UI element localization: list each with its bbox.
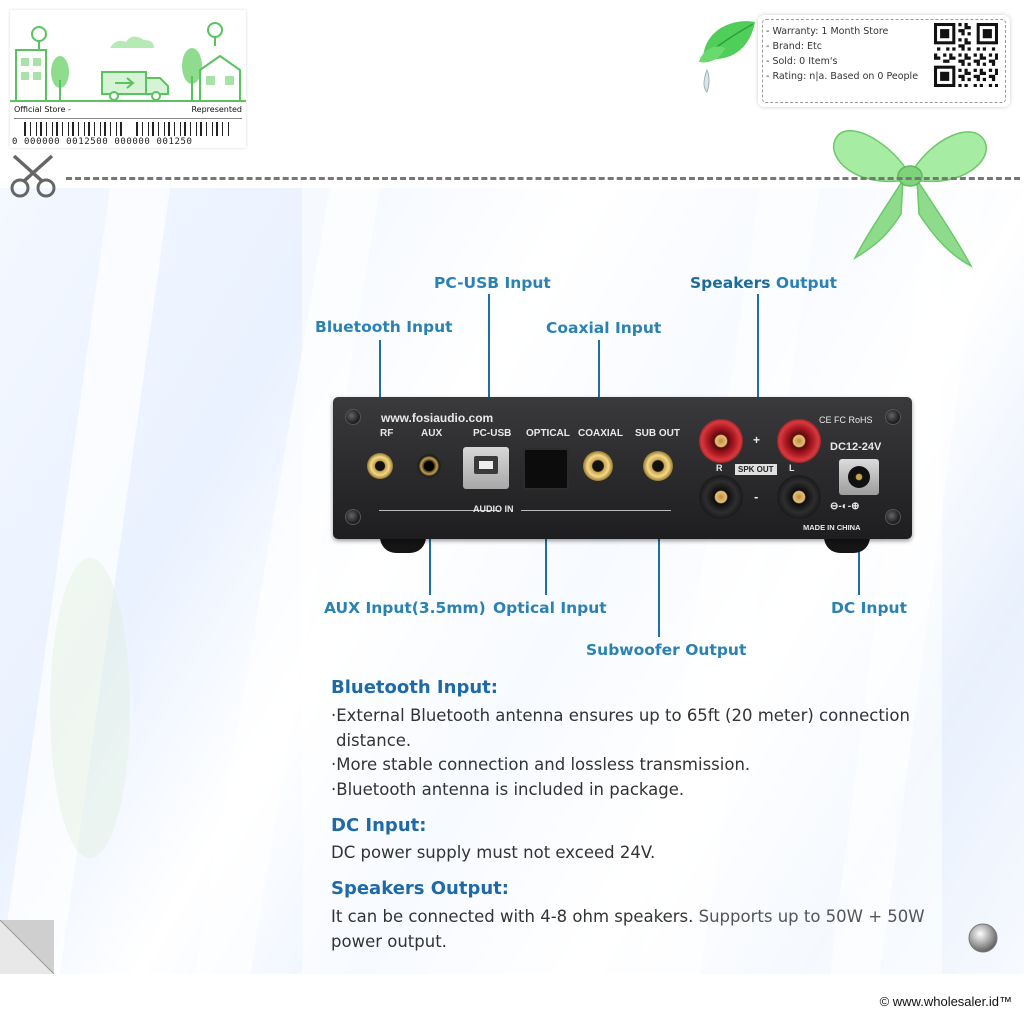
footer-band — [0, 974, 1024, 1024]
callout-aux: AUX Input(3.5mm) — [324, 599, 486, 617]
store-divider — [14, 118, 242, 119]
callout-optical: Optical Input — [493, 599, 607, 617]
label-r: R — [716, 463, 723, 473]
dc-heading: DC Input: — [331, 815, 427, 836]
leader-speakers — [757, 294, 759, 434]
bluetooth-line-2: ·More stable connection and lossless tra… — [331, 755, 751, 774]
usb-b-port[interactable] — [463, 447, 509, 489]
scroll-top-button[interactable] — [967, 922, 999, 954]
leader-pc-usb — [488, 294, 490, 456]
rating-info: - Rating: n|a. Based on 0 People — [766, 71, 919, 82]
amplifier-rear-panel: www.fosiaudio.com RF AUX PC-USB OPTICAL … — [333, 397, 912, 539]
callout-bluetooth: Bluetooth Input — [315, 318, 453, 336]
speaker-terminal-left-positive[interactable] — [777, 419, 821, 463]
copyright-text: © www.wholesaler.id™ — [879, 994, 1012, 1009]
device-website: www.fosiaudio.com — [381, 411, 494, 425]
ribbon-bow-icon — [832, 130, 988, 268]
leader-subwoofer — [658, 480, 660, 637]
dc-power-jack[interactable] — [839, 459, 879, 495]
bluetooth-line-1: ·External Bluetooth antenna ensures up t… — [331, 706, 910, 725]
product-info-box: - Warranty: 1 Month Store - Brand: Etc -… — [758, 15, 1010, 107]
page-curl-icon — [0, 920, 55, 974]
cert-marks: CE FC RoHS — [819, 415, 873, 425]
callout-coaxial: Coaxial Input — [546, 319, 662, 337]
speakers-line-1b: Supports up to 50W + 50W — [698, 907, 925, 926]
subwoofer-jack[interactable] — [643, 451, 673, 481]
speaker-terminal-left-negative[interactable] — [777, 475, 821, 519]
scissors-icon — [10, 154, 56, 198]
speakers-line-1: It can be connected with 4-8 ohm speaker… — [331, 905, 931, 930]
cut-line — [66, 177, 1020, 180]
warranty-info: - Warranty: 1 Month Store — [766, 26, 889, 37]
speakers-line-2: power output. — [331, 932, 447, 951]
rf-antenna-port[interactable] — [367, 453, 393, 479]
label-made-in: MADE IN CHINA — [803, 523, 861, 532]
represented-label: Represented — [191, 105, 242, 114]
label-pc-usb: PC-USB — [473, 428, 512, 439]
label-l: L — [789, 463, 795, 473]
label-audio-in: AUDIO IN — [473, 504, 514, 514]
label-sub-out: SUB OUT — [635, 428, 680, 439]
label-rf: RF — [380, 428, 394, 439]
audio-in-rule-left — [379, 510, 499, 511]
callout-output-word: Output — [775, 274, 838, 292]
device-foot-right — [824, 537, 870, 553]
speakers-heading: Speakers Output: — [331, 878, 509, 899]
brand-info: - Brand: Etc — [766, 41, 822, 52]
coaxial-jack[interactable] — [583, 451, 613, 481]
bluetooth-line-1b: distance. — [336, 731, 412, 750]
audio-in-rule-right — [521, 510, 671, 511]
store-card[interactable]: Official Store - Represented 0 000000 00… — [10, 10, 246, 148]
bluetooth-heading: Bluetooth Input: — [331, 677, 498, 698]
bluetooth-line-3: ·Bluetooth antenna is included in packag… — [331, 780, 685, 799]
aux-jack[interactable] — [417, 454, 441, 478]
dc-line: DC power supply must not exceed 24V. — [331, 843, 656, 862]
label-minus: - — [754, 489, 759, 504]
label-optical: OPTICAL — [526, 428, 570, 439]
screw-icon — [345, 509, 361, 525]
qr-code-icon[interactable] — [934, 23, 998, 87]
callout-speakers-output: Speakers Output — [690, 274, 837, 292]
screw-icon — [885, 409, 901, 425]
screw-icon — [345, 409, 361, 425]
store-illustration-icon — [10, 22, 246, 102]
callout-speakers-word: Speakers — [690, 274, 776, 292]
leaf-icon — [699, 21, 755, 93]
screw-icon — [885, 509, 901, 525]
speaker-terminal-right-positive[interactable] — [699, 419, 743, 463]
content-sheet — [302, 188, 942, 974]
label-coaxial: COAXIAL — [578, 428, 623, 439]
device-foot-left — [380, 537, 426, 553]
label-aux: AUX — [421, 428, 443, 439]
callout-pc-usb: PC-USB Input — [434, 274, 551, 292]
info-dashed-border — [762, 19, 1006, 103]
leader-optical — [545, 486, 547, 595]
label-dc-voltage: DC12-24V — [830, 441, 882, 453]
callout-dc: DC Input — [831, 599, 907, 617]
polarity-symbol: ⊖-◐-⊕ — [830, 501, 860, 512]
barcode-icon — [24, 122, 229, 136]
callout-subwoofer: Subwoofer Output — [586, 641, 747, 659]
label-spk-out: SPK OUT — [735, 464, 777, 475]
official-store-label: Official Store - — [14, 105, 71, 114]
barcode-number: 0 000000 0012500 000000 001250 — [12, 137, 193, 147]
label-plus: + — [753, 433, 761, 447]
sold-info: - Sold: 0 Item's — [766, 56, 838, 67]
speaker-terminal-right-negative[interactable] — [699, 475, 743, 519]
speakers-line-1a: It can be connected with 4-8 ohm speaker… — [331, 907, 699, 926]
optical-port[interactable] — [523, 448, 569, 490]
